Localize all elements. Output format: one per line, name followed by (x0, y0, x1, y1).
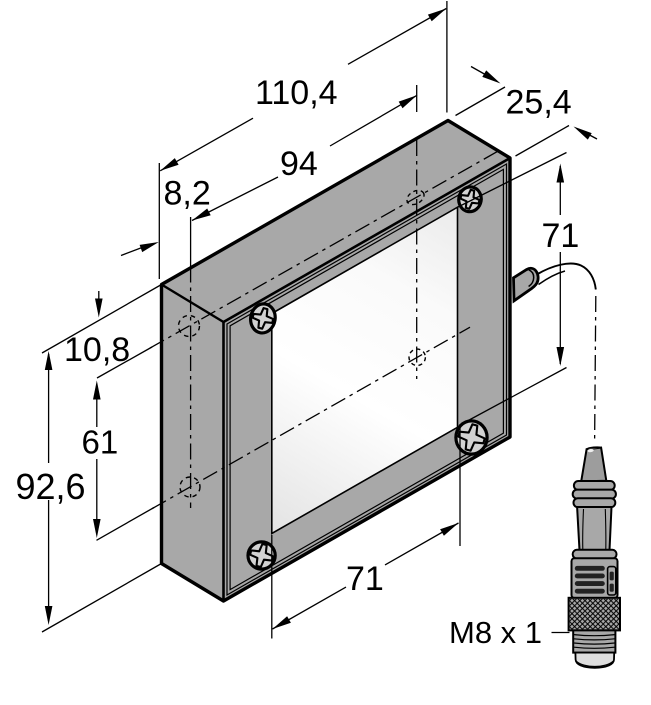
svg-text:92,6: 92,6 (16, 466, 86, 507)
svg-text:M8 x 1: M8 x 1 (449, 615, 542, 650)
svg-text:94: 94 (280, 145, 318, 183)
svg-text:71: 71 (346, 560, 384, 598)
svg-text:8,2: 8,2 (164, 175, 211, 213)
svg-text:10,8: 10,8 (64, 331, 130, 369)
svg-text:71: 71 (542, 217, 580, 255)
svg-text:25,4: 25,4 (506, 84, 572, 122)
svg-text:110,4: 110,4 (255, 74, 338, 112)
svg-text:61: 61 (82, 424, 119, 461)
